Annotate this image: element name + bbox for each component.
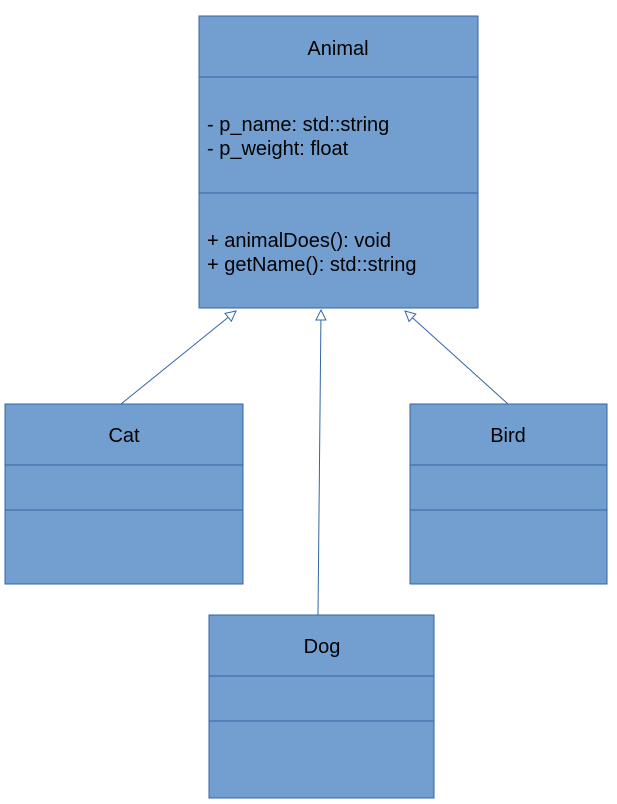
class-animal-operation: + animalDoes(): void (207, 230, 391, 252)
class-bird[interactable]: Bird (409, 403, 608, 585)
class-animal[interactable]: Animal - p_name: std::string - p_weight:… (198, 15, 479, 309)
class-bird-name: Bird (490, 425, 526, 447)
class-dog-box (208, 614, 435, 799)
cat-to-animal-generalization[interactable] (120, 311, 236, 405)
bird-to-animal-generalization[interactable] (405, 311, 509, 405)
class-animal-name: Animal (307, 38, 368, 60)
class-animal-attribute: - p_name: std::string (207, 114, 389, 136)
class-animal-box (198, 15, 479, 309)
class-cat[interactable]: Cat (4, 403, 244, 585)
connectors (120, 310, 509, 616)
class-cat-box (4, 403, 244, 585)
class-dog[interactable]: Dog (208, 614, 435, 799)
class-animal-operation: + getName(): std::string (207, 254, 417, 276)
class-dog-name: Dog (304, 636, 341, 658)
class-bird-box (409, 403, 608, 585)
class-cat-name: Cat (108, 425, 140, 447)
dog-to-animal-generalization[interactable] (318, 310, 321, 616)
class-animal-attribute: - p_weight: float (207, 138, 349, 160)
